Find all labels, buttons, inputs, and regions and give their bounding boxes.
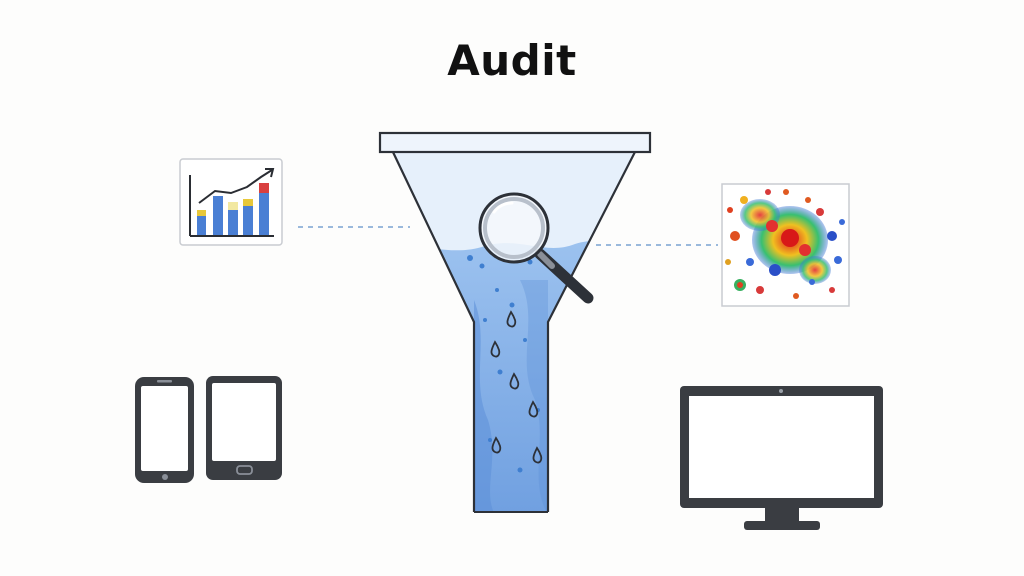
bar-chart-trend-icon <box>179 158 283 246</box>
smartphone-icon <box>135 377 194 483</box>
diagram-title: Audit <box>447 36 577 85</box>
desktop-monitor-icon <box>680 386 883 530</box>
magnifying-glass-icon <box>478 192 594 304</box>
funnel-icon <box>378 131 652 513</box>
tablet-icon <box>206 376 282 480</box>
heatmap-icon <box>721 183 850 307</box>
